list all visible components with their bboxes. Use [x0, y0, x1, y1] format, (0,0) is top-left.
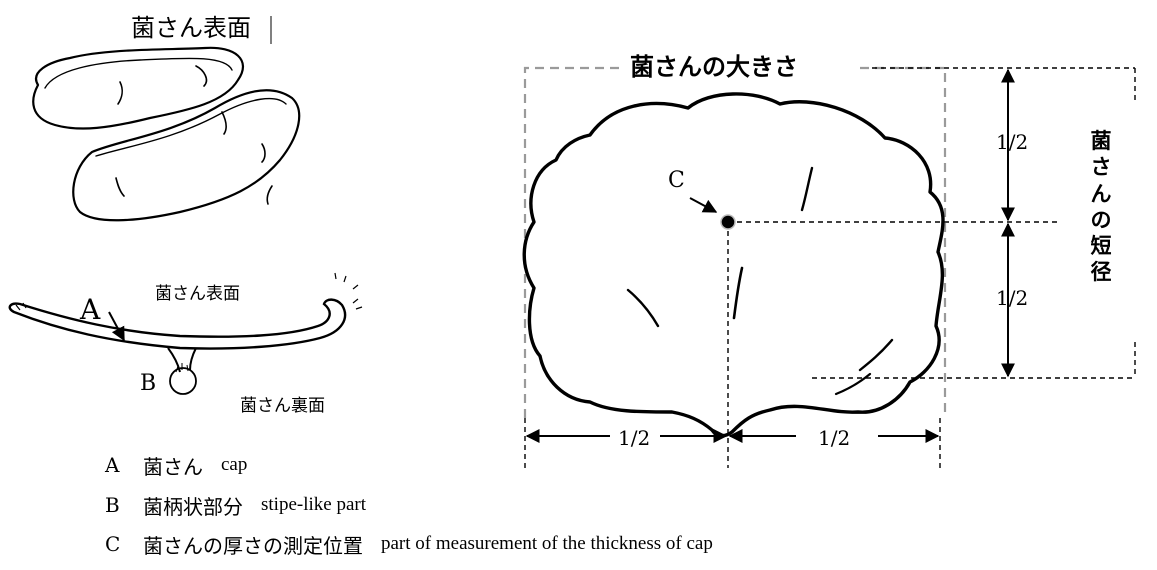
stipe-like-part-circle — [169, 367, 197, 395]
legend-row-b: B 菌柄状部分 stipe-like part — [105, 493, 366, 519]
marker-b: B — [140, 371, 157, 396]
cap-minor-axis-label: 菌 さ ん の 短 径 — [1090, 129, 1112, 285]
half-label-right-upper: 1/2 — [996, 130, 1029, 154]
cap-measurement-diagram — [522, 66, 1136, 468]
cap-side-view-illustration — [8, 272, 363, 395]
legend-row-c: C 菌さんの厚さの測定位置 part of measurement of the… — [105, 532, 713, 558]
cap-size-label: 菌さんの大きさ — [622, 55, 806, 79]
marker-a: A — [80, 293, 101, 326]
size-bounding-box — [523, 66, 947, 418]
marker-c: C — [668, 168, 685, 193]
cap-top-view-illustration — [32, 46, 301, 222]
half-label-bottom-right: 1/2 — [818, 426, 851, 450]
half-label-right-lower: 1/2 — [996, 286, 1029, 310]
cap-lower-surface-label-side: 菌さん裏面 — [240, 396, 325, 416]
cap-upper-surface-label-side: 菌さん表面 — [155, 284, 240, 304]
half-label-bottom-left: 1/2 — [618, 426, 651, 450]
cap-upper-surface-label-top: 菌さん表面 — [131, 14, 251, 42]
cap-outline — [522, 92, 945, 438]
legend-row-a: A 菌さん cap — [105, 453, 248, 479]
measurement-point-c — [720, 214, 736, 230]
